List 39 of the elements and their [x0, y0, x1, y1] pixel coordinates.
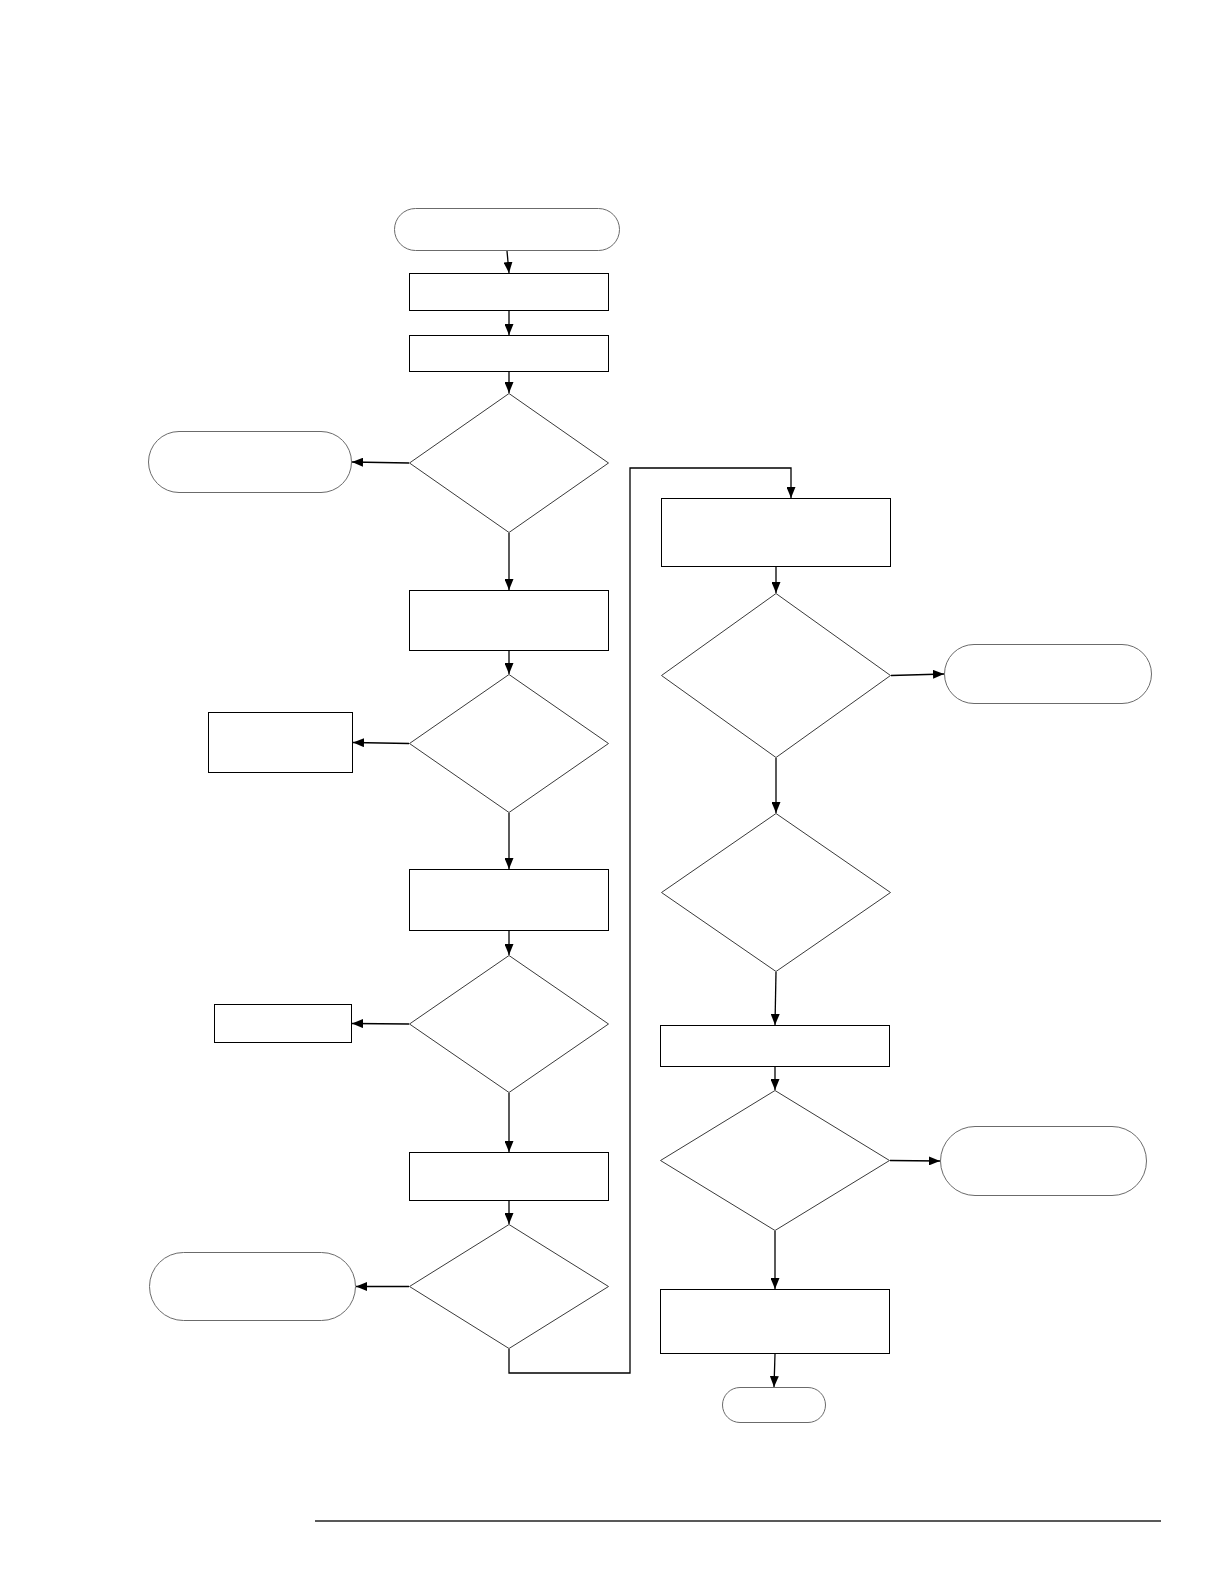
- arrow: [355, 1282, 410, 1291]
- arrow: [504, 1092, 514, 1153]
- process-box: [409, 1152, 609, 1201]
- arrow: [771, 566, 781, 594]
- arrow: [504, 532, 514, 591]
- process-box: [409, 590, 609, 651]
- arrow: [352, 738, 410, 748]
- process-box: [214, 1004, 352, 1043]
- arrow: [889, 1156, 941, 1166]
- arrow: [351, 1019, 410, 1029]
- arrow: [504, 371, 514, 394]
- process-box: [208, 712, 353, 773]
- process-box: [409, 869, 609, 931]
- decision-diamond: [409, 393, 609, 533]
- arrow: [503, 250, 513, 274]
- decision-diamond: [409, 1224, 609, 1349]
- process-box: [660, 1025, 890, 1067]
- arrow: [504, 650, 514, 675]
- arrow: [769, 1353, 779, 1388]
- process-box: [661, 498, 891, 567]
- arrow: [351, 457, 410, 467]
- decision-diamond: [661, 593, 891, 758]
- decision-diamond: [409, 674, 609, 813]
- process-box: [409, 335, 609, 372]
- decision-diamond: [660, 1090, 890, 1231]
- process-box: [409, 273, 609, 311]
- arrow: [508, 467, 796, 1374]
- arrow: [770, 1066, 780, 1091]
- arrow: [770, 1230, 780, 1290]
- process-box: [660, 1289, 890, 1354]
- decision-diamond: [409, 955, 609, 1093]
- arrow: [504, 812, 514, 870]
- arrow: [504, 930, 514, 956]
- arrow: [504, 310, 514, 336]
- arrow: [890, 669, 945, 679]
- arrow: [771, 757, 781, 814]
- decision-diamond: [661, 813, 891, 972]
- arrow: [770, 971, 780, 1026]
- arrow: [504, 1200, 514, 1225]
